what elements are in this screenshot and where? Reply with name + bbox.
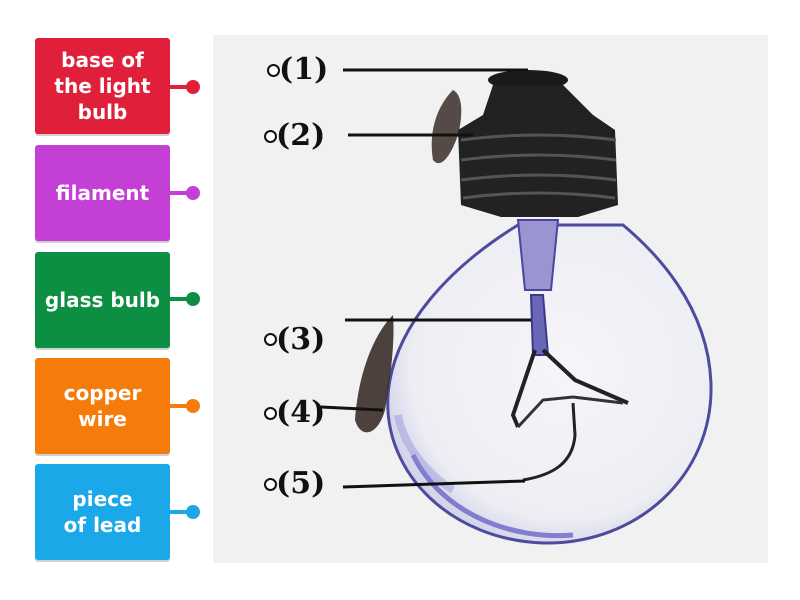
marker-ring[interactable] xyxy=(264,333,277,346)
marker-ring[interactable] xyxy=(264,130,277,143)
card-connector xyxy=(170,85,192,89)
marker-ring[interactable] xyxy=(264,478,277,491)
drop-point[interactable] xyxy=(186,292,200,306)
marker-4: (4) xyxy=(276,395,326,430)
drop-point[interactable] xyxy=(186,399,200,413)
card-connector xyxy=(170,297,192,301)
marker-3: (3) xyxy=(276,322,326,357)
card-connector xyxy=(170,510,192,514)
card-copper-wire[interactable]: copper wire xyxy=(35,358,170,454)
drop-point[interactable] xyxy=(186,80,200,94)
drop-point[interactable] xyxy=(186,186,200,200)
light-bulb-drawing xyxy=(320,68,713,545)
card-piece-of-lead[interactable]: piece of lead xyxy=(35,464,170,560)
marker-ring[interactable] xyxy=(267,64,280,77)
card-base-of-the-light-bulb[interactable]: base of the light bulb xyxy=(35,38,170,134)
card-connector xyxy=(170,191,192,195)
light-bulb-image: (1) (2) (3) (4) (5) xyxy=(213,35,768,563)
card-glass-bulb[interactable]: glass bulb xyxy=(35,252,170,348)
card-filament[interactable]: filament xyxy=(35,145,170,241)
marker-1: (1) xyxy=(279,52,329,87)
marker-5: (5) xyxy=(276,466,326,501)
drop-point[interactable] xyxy=(186,505,200,519)
marker-ring[interactable] xyxy=(264,407,277,420)
marker-2: (2) xyxy=(276,118,326,153)
card-connector xyxy=(170,404,192,408)
